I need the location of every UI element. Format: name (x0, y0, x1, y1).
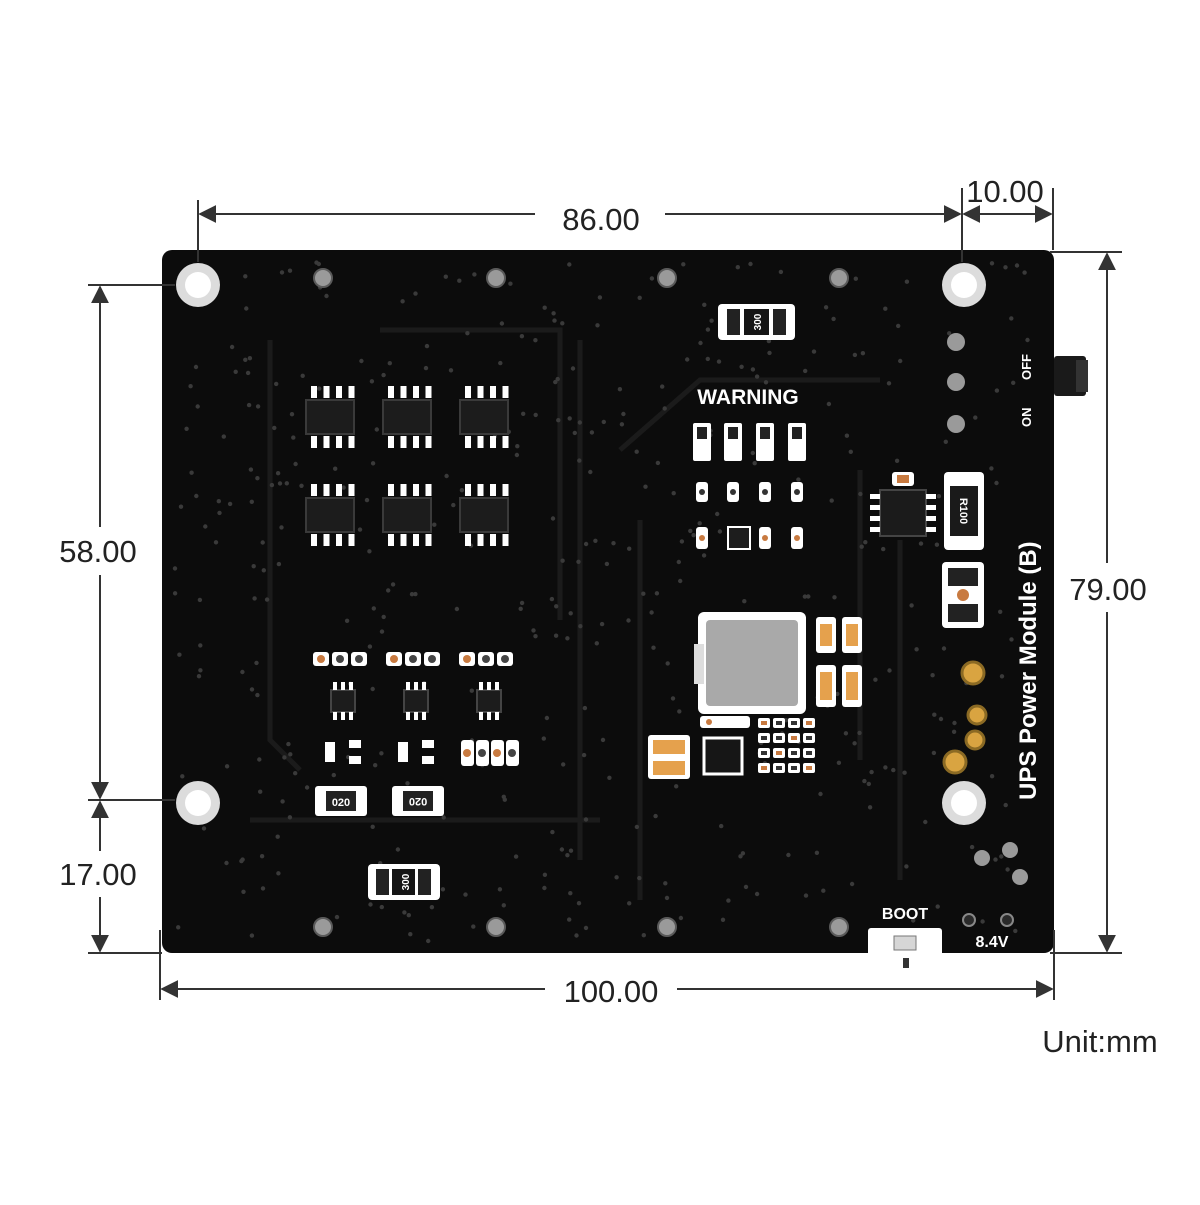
mounting-hole-bottom-right (942, 781, 986, 825)
voltage-label: 8.4V (976, 934, 1009, 951)
dim-top-width: 86.00 (562, 202, 640, 237)
charge-controller (700, 716, 815, 776)
current-resistors: 020 020 (315, 786, 444, 816)
warning-label: WARNING (697, 386, 799, 409)
status-led (756, 423, 774, 549)
mounting-holes (176, 263, 986, 825)
standoff-screws (313, 268, 849, 937)
switch-on-label: ON (1019, 408, 1034, 428)
mounting-hole-top-right (942, 263, 986, 307)
charge-port-pins (962, 913, 1014, 927)
test-points (942, 333, 1028, 885)
power-switch (1054, 356, 1088, 396)
charge-ic (727, 526, 751, 550)
shunt-marking-label: R100 (957, 498, 969, 524)
fuse-top: 300 (718, 304, 795, 340)
dim-top-right-offset: 10.00 (966, 174, 1044, 209)
fuse-marking-label: 300 (401, 873, 412, 890)
mounting-hole-top-left (176, 263, 220, 307)
small-ic (386, 652, 440, 720)
battery-status-leds (693, 423, 806, 549)
mounting-hole-bottom-left (176, 781, 220, 825)
resistor-marking-label: 020 (332, 797, 350, 809)
mosfet (325, 740, 361, 764)
boot-button (868, 928, 942, 968)
module-title: UPS Power Module (B) (1015, 541, 1042, 800)
status-led (788, 423, 806, 549)
pcb-board (162, 250, 1054, 953)
battery-protection-ics (305, 386, 509, 546)
soic-ic (459, 484, 509, 546)
soic-ic (382, 484, 432, 546)
mosfet (398, 740, 434, 764)
small-ic (459, 652, 513, 720)
extension-lines (88, 188, 1122, 1000)
soic-ic (305, 484, 355, 546)
dimension-arrows (91, 205, 1116, 998)
status-led (693, 423, 711, 549)
shunt-resistor: R100 (944, 472, 984, 550)
soic-ic (459, 386, 509, 448)
resistor-020-left: 020 (315, 786, 367, 816)
resistor-array (461, 740, 519, 766)
boot-label: BOOT (882, 906, 928, 923)
unit-note: Unit:mm (1042, 1024, 1157, 1059)
small-shunt (942, 562, 984, 628)
capacitors-orange (648, 617, 862, 779)
pcb-vias (172, 260, 1030, 944)
small-ics (313, 652, 519, 766)
soic-ic (305, 386, 355, 448)
dim-bottom-width: 100.00 (564, 974, 659, 1009)
switch-off-label: OFF (1019, 354, 1034, 380)
resistor-marking-label: 020 (409, 795, 427, 807)
dim-left-lower-height: 17.00 (59, 857, 137, 892)
dim-right-height: 79.00 (1069, 572, 1147, 607)
inductor (694, 612, 806, 714)
current-sense-ic (870, 472, 936, 537)
fuse-bottom: 300 (368, 864, 440, 900)
small-ic (313, 652, 367, 720)
pcb-traces (250, 327, 903, 900)
soic-ic (382, 386, 432, 448)
fuse-marking-label: 300 (753, 313, 764, 330)
resistor-020-right: 020 (392, 786, 444, 816)
dim-left-upper-height: 58.00 (59, 534, 137, 569)
